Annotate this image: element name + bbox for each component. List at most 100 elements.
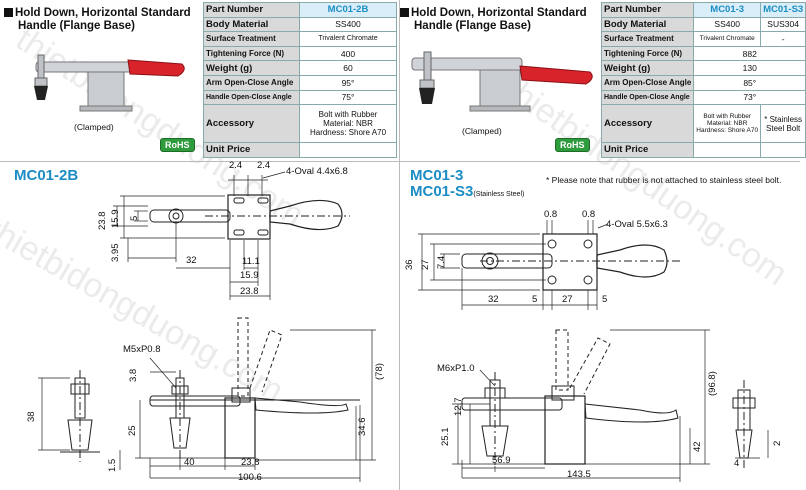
dim-label: 5 — [602, 294, 608, 305]
spec-label: Part Number — [203, 2, 300, 18]
spec-value: Trivalent Chromate — [693, 31, 762, 47]
dim-label: 5 — [532, 294, 538, 305]
dim-label: 5 — [129, 215, 140, 221]
dim-label: 4 — [734, 458, 740, 469]
accessory-line: Steel Bolt — [766, 123, 801, 133]
right-title-line2: Handle (Flange Base) — [414, 20, 531, 32]
spec-value: 85° — [693, 74, 806, 91]
dim-label: 40 — [184, 457, 195, 468]
spec-value: SS400 — [299, 16, 397, 33]
spec-label: Handle Open-Close Angle — [600, 89, 695, 106]
left-side-view — [60, 370, 100, 462]
right-spec-table: Part Number MC01-3 MC01-S3 Body Material… — [600, 2, 806, 158]
accessory-line: * Stainless — [764, 114, 803, 124]
spec-label: Weight (g) — [600, 60, 695, 76]
left-product-title: Hold Down, Horizontal Standard Handle (F… — [4, 7, 191, 33]
right-model-label-2: MC01-S3(Stainless Steel) — [410, 184, 524, 203]
spec-label: Accessory — [203, 104, 300, 144]
dim-label: 2 — [772, 440, 783, 446]
dim-label: 27 — [420, 259, 431, 270]
spec-label: Arm Open-Close Angle — [203, 74, 300, 91]
right-title-line1: Hold Down, Horizontal Standard — [411, 7, 587, 19]
dim-label: 23.8 — [241, 457, 260, 468]
accessory-value: Bolt with Rubber Material: NBR Hardness:… — [299, 104, 397, 144]
spec-value: 60 — [299, 60, 397, 76]
spec-value: SS400 — [693, 16, 762, 33]
dim-label: 32 — [488, 294, 499, 305]
dim-label: 3.95 — [110, 243, 121, 263]
dim-label: 1.5 — [107, 458, 118, 472]
dim-label: 100.6 — [238, 472, 262, 483]
spec-label: Unit Price — [600, 142, 695, 158]
dim-label: 4-Oval 4.4x6.8 — [286, 166, 348, 177]
right-front-view — [461, 329, 679, 468]
dim-label: 7.4 — [436, 255, 447, 269]
spec-header-value: MC01-3 — [693, 2, 762, 18]
dim-label: 23.8 — [97, 211, 108, 231]
spec-label: Accessory — [600, 104, 695, 144]
title-square-icon — [4, 8, 13, 17]
accessory-line: Material: NBR — [323, 119, 373, 129]
dim-label: 27 — [562, 294, 573, 305]
spec-value: Trivalent Chromate — [299, 31, 397, 47]
unit-price-value — [299, 142, 397, 158]
right-product-title: Hold Down, Horizontal Standard Handle (F… — [400, 7, 587, 33]
dim-label: 36 — [404, 259, 415, 270]
dim-label: 2.4 — [257, 160, 271, 171]
dim-label: 23.8 — [240, 286, 259, 297]
dim-label: 143.5 — [567, 469, 591, 480]
left-rohs-badge: RoHS — [160, 138, 195, 152]
dim-label: 34.6 — [357, 417, 368, 437]
accessory-line: Bolt with Rubber — [703, 113, 752, 121]
accessory-value: Bolt with Rubber Material: NBR Hardness:… — [693, 104, 762, 144]
accessory-value: * Stainless Steel Bolt — [760, 104, 806, 144]
spec-value: 75° — [299, 89, 397, 106]
dim-label: 3.8 — [128, 368, 139, 382]
dim-label: 4-Oval 5.5x6.3 — [606, 219, 668, 230]
right-clamped-label: (Clamped) — [462, 126, 502, 136]
right-model-label-1: MC01-3 — [410, 167, 464, 184]
dim-label: 12.7 — [453, 397, 464, 417]
spec-label: Surface Treatment — [600, 31, 695, 47]
dim-label: 15.9 — [110, 209, 121, 229]
spec-label: Arm Open-Close Angle — [600, 74, 695, 91]
spec-value: 130 — [693, 60, 806, 76]
dim-label: 11.1 — [242, 256, 260, 267]
spec-label: Unit Price — [203, 142, 300, 158]
unit-price-value — [760, 142, 806, 158]
right-top-view — [461, 233, 680, 291]
dim-label: M6xP1.0 — [437, 363, 475, 374]
accessory-line: Hardness: Shore A70 — [309, 128, 387, 138]
dim-label: 32 — [186, 255, 197, 266]
dim-label: (96.8) — [707, 371, 718, 396]
spec-label: Tightening Force (N) — [203, 45, 300, 62]
dim-label: M5xP0.8 — [123, 344, 161, 355]
dim-label: 0.8 — [544, 209, 558, 220]
right-rohs-badge: RoHS — [555, 138, 590, 152]
left-clamped-label: (Clamped) — [74, 122, 114, 132]
title-square-icon — [400, 8, 409, 17]
dim-label: 56.9 — [492, 455, 511, 466]
spec-label: Surface Treatment — [203, 31, 300, 47]
dim-label: 38 — [26, 411, 37, 422]
accessory-line: Bolt with Rubber — [318, 110, 378, 120]
dim-label: 42 — [692, 441, 703, 452]
spec-label: Body Material — [203, 16, 300, 33]
right-note: * Please note that rubber is not attache… — [546, 175, 782, 185]
horizontal-divider — [0, 161, 800, 162]
left-title-line1: Hold Down, Horizontal Standard — [15, 7, 191, 19]
unit-price-value — [693, 142, 762, 158]
dim-label: 0.8 — [582, 209, 596, 220]
dim-label: 15.9 — [240, 270, 259, 281]
right-model-label-2-text: MC01-S3 — [410, 183, 474, 200]
left-front-view — [149, 317, 360, 460]
dim-label: 25 — [127, 425, 138, 436]
left-model-label: MC01-2B — [14, 167, 79, 184]
left-title-line2: Handle (Flange Base) — [18, 20, 135, 32]
accessory-line: Material: NBR — [706, 120, 748, 128]
right-side-view — [732, 380, 756, 470]
right-model-suffix: (Stainless Steel) — [473, 191, 525, 198]
dim-label: 25.1 — [440, 427, 451, 447]
